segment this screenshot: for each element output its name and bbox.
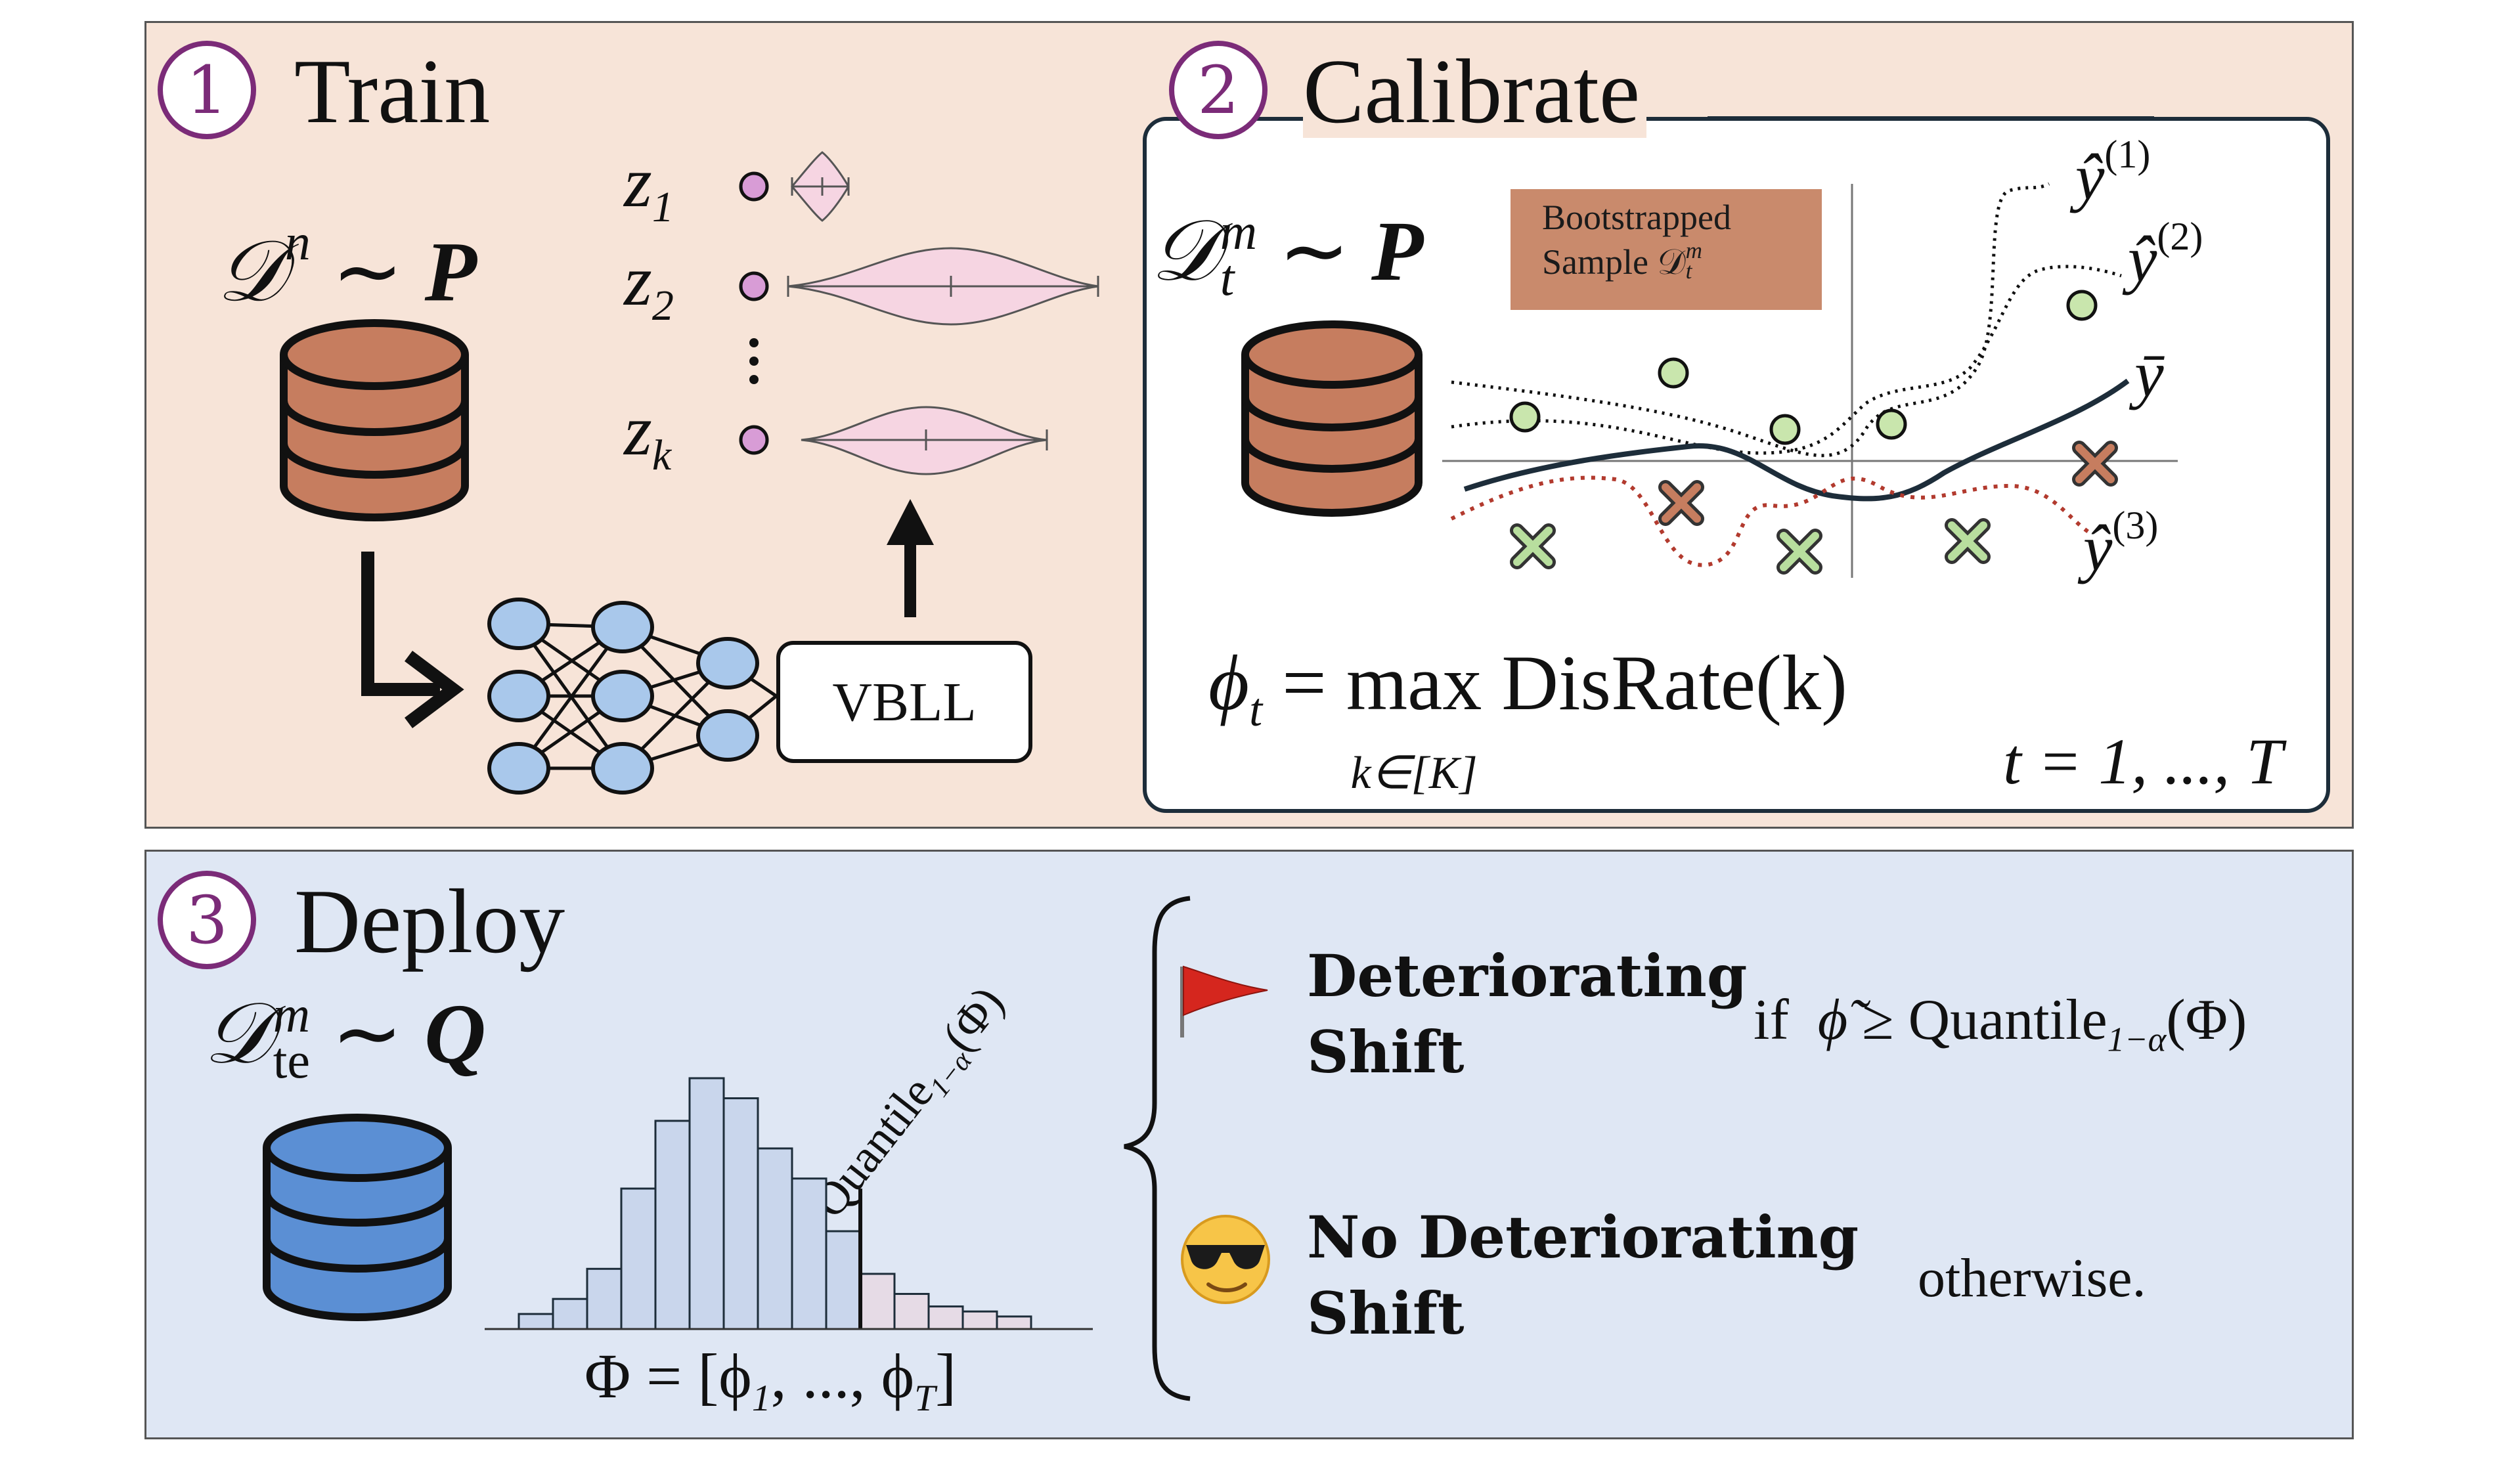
histogram-bar — [722, 1097, 759, 1330]
histogram-bar — [518, 1313, 554, 1330]
phi-histogram — [518, 1077, 1032, 1330]
stage-3-title: Deploy — [294, 871, 565, 972]
histogram-bar — [859, 1273, 896, 1330]
histogram-bar — [893, 1293, 930, 1330]
red-flag-icon — [1180, 965, 1268, 1037]
curve-label-yhat-3: ŷ(3) — [2083, 504, 2159, 584]
otherwise-condition: otherwise. — [1918, 1248, 2146, 1309]
bootstrap-line-1: Bootstrapped — [1542, 198, 1731, 237]
curve-label-yhat-1: ŷ(1) — [2075, 133, 2151, 213]
calibrate-curves — [1450, 182, 2130, 567]
histogram-bar — [927, 1305, 964, 1330]
sunglasses-emoji-icon — [1181, 1215, 1270, 1304]
histogram-bar — [586, 1267, 623, 1330]
latent-z2-label: z2 — [624, 240, 674, 330]
histogram-bar — [825, 1230, 862, 1330]
histogram-bar — [791, 1177, 827, 1330]
curve-yhat-1 — [1451, 182, 2050, 458]
curve-yhat-3 — [1450, 475, 2090, 567]
curve-ybar — [1463, 378, 2130, 502]
latent-ellipsis — [749, 338, 759, 384]
latent-violins — [787, 151, 1099, 475]
outcome-brace — [1124, 896, 1191, 1401]
calibrate-plot-axes — [1442, 184, 2178, 578]
curve-label-ybar: ȳ — [2134, 338, 2164, 410]
stage-1-badge: 1 — [158, 41, 256, 139]
calibration-formula: ϕt = max k∈[K] DisRate(k) — [1208, 639, 1847, 798]
deploy-database-icon — [263, 1114, 452, 1321]
deteriorating-condition: if ϕ̃ ≥ Quantile1−α(Φ) — [1754, 988, 2247, 1059]
phi-set-label: Φ = [ϕ1, ..., ϕT] — [585, 1341, 957, 1420]
histogram-bar — [688, 1077, 725, 1330]
train-dataset-label: 𝒟n ∼ P — [217, 213, 477, 320]
stage-3-badge: 3 — [158, 871, 256, 969]
vbll-label: VBLL — [832, 671, 977, 733]
histogram-bar — [620, 1187, 657, 1330]
latent-dots — [739, 171, 769, 455]
histogram-bar — [654, 1120, 691, 1330]
deploy-panel — [144, 850, 2354, 1439]
latent-zk-label: zk — [624, 390, 672, 480]
calibration-index-range: t = 1, ..., T — [2003, 725, 2283, 798]
neural-network-icon — [487, 598, 778, 795]
histogram-bar — [961, 1310, 998, 1330]
calibrate-database-icon — [1241, 320, 1423, 517]
curve-label-yhat-2: ŷ(2) — [2128, 215, 2203, 295]
calibrate-points — [1509, 290, 2098, 445]
histogram-bar — [996, 1315, 1032, 1330]
vbll-up-arrow — [887, 499, 934, 617]
curve-yhat-2 — [1451, 265, 2122, 455]
histogram-bar — [552, 1298, 588, 1330]
latent-z1-label: z1 — [624, 142, 674, 232]
stage-1-title: Train — [294, 41, 491, 142]
vbll-box: VBLL — [776, 641, 1032, 763]
stage-2-title: Calibrate — [1303, 46, 1647, 138]
train-arrow — [361, 552, 464, 728]
train-database-icon — [280, 319, 469, 521]
histogram-bar — [757, 1147, 793, 1330]
stage-2-badge: 2 — [1169, 41, 1268, 139]
calibrate-crosses — [1510, 441, 2118, 575]
